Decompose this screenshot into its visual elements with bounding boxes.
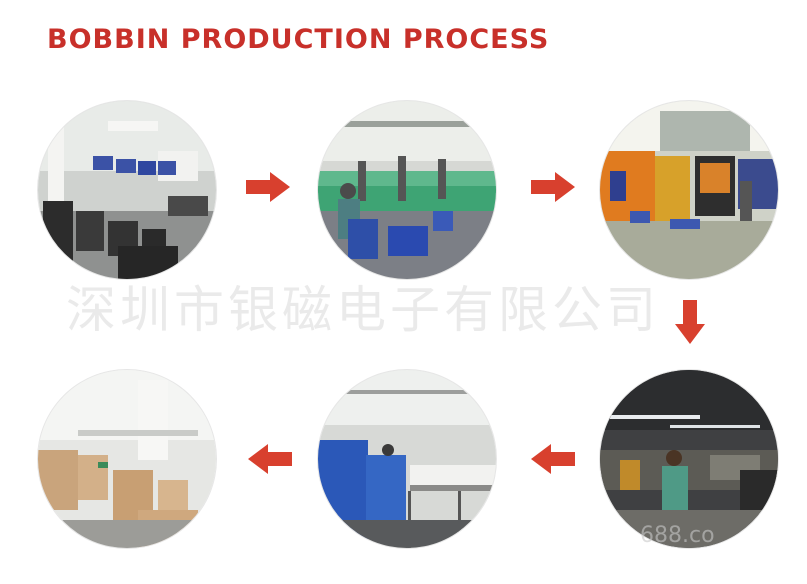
arrow-right-icon — [531, 172, 575, 202]
process-photo-4 — [600, 370, 778, 548]
watermark-fragment: 688.co — [640, 523, 715, 548]
process-photo-5 — [318, 370, 496, 548]
watermark-text: 深圳市银磁电子有限公司 — [66, 281, 660, 339]
arrow-right-icon — [246, 172, 290, 202]
process-photo-6 — [38, 370, 216, 548]
arrow-left-icon — [531, 444, 575, 474]
page-title: BOBBIN PRODUCTION PROCESS — [47, 24, 550, 55]
arrow-down-icon — [675, 300, 705, 344]
process-photo-1 — [38, 101, 216, 279]
arrow-left-icon — [248, 444, 292, 474]
process-photo-2 — [318, 101, 496, 279]
process-photo-3 — [600, 101, 778, 279]
